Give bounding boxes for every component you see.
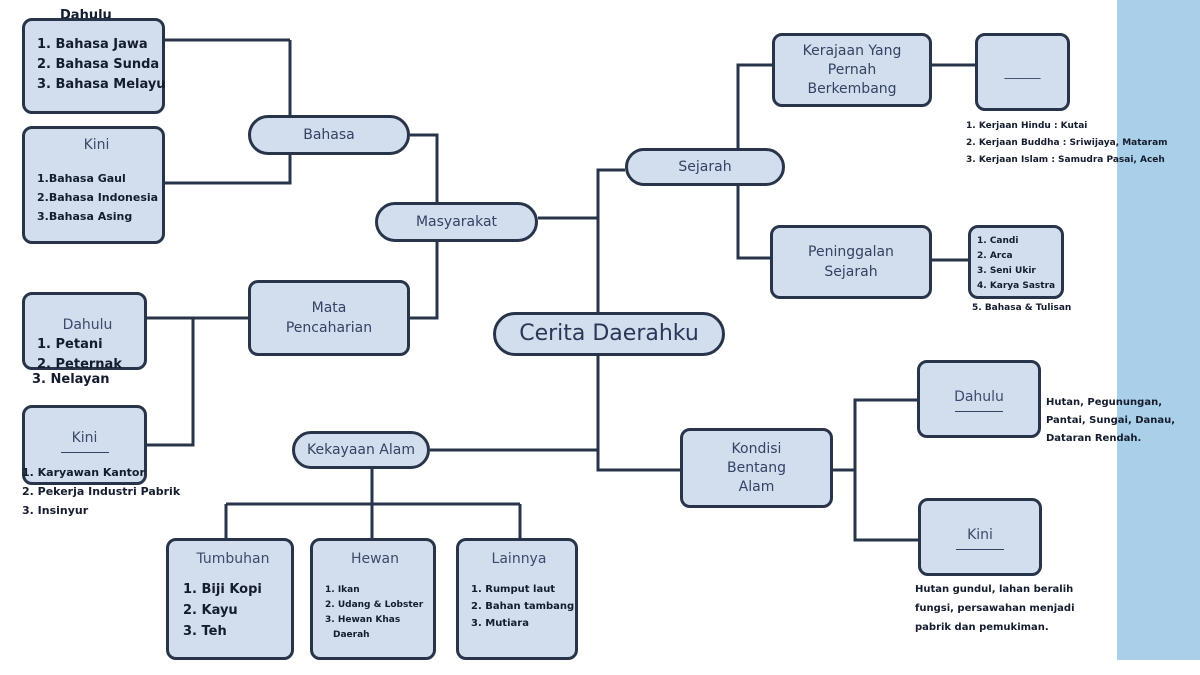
list-item: 2. Arca xyxy=(977,251,1013,261)
list-item: 1. Biji Kopi xyxy=(183,582,262,597)
list-item: 1. Petani xyxy=(37,337,103,352)
list-item: 3. Bahasa Melayu xyxy=(37,77,166,92)
kondisi-dahulu-text: Hutan, Pegunungan, xyxy=(1046,397,1162,408)
peninggalan-node: Peninggalan Sejarah xyxy=(770,225,932,299)
answer-blank: ______ xyxy=(1004,65,1041,79)
underline xyxy=(60,452,109,453)
kerajaan-answer-box: ______ xyxy=(975,33,1070,111)
list-item: 3. Nelayan xyxy=(32,372,110,387)
list-item: 4. Karya Sastra xyxy=(977,281,1056,291)
kondisi-dahulu-text: Dataran Rendah. xyxy=(1046,433,1142,444)
bottom-strip xyxy=(0,660,1200,675)
kerajaan-node: Kerajaan Yang Pernah Berkembang xyxy=(772,33,932,107)
list-item: 3.Bahasa Asing xyxy=(37,210,133,223)
bahasa-label: Bahasa xyxy=(303,127,355,143)
kerajaan-label-line3: Berkembang xyxy=(807,80,897,97)
list-item: 5. Bahasa & Tulisan xyxy=(972,303,1072,313)
list-item: 2. Peternak xyxy=(37,357,122,372)
kondisi-kini-text: Hutan gundul, lahan beralih xyxy=(915,584,1074,595)
peninggalan-answer-box: 1. Candi 2. Arca 3. Seni Ukir 4. Karya S… xyxy=(968,225,1064,299)
list-item: 1. Candi xyxy=(977,236,1019,246)
list-item: 2. Bahan tambang xyxy=(471,601,575,612)
masyarakat-label: Masyarakat xyxy=(415,214,498,230)
underline xyxy=(956,548,1004,550)
kerajaan-label-line2: Pernah xyxy=(827,61,877,78)
kondisi-label-line3: Alam xyxy=(738,478,775,495)
list-item: 1.Bahasa Gaul xyxy=(37,172,126,185)
list-item: 2. Udang & Lobster xyxy=(325,600,424,610)
dahulu-title: Dahulu xyxy=(954,388,1004,405)
mata-label-line1: Mata xyxy=(311,300,347,316)
kondisi-dahulu-text: Pantai, Sungai, Danau, xyxy=(1046,415,1176,426)
lainnya-box: Lainnya 1. Rumput laut 2. Bahan tambang … xyxy=(456,538,578,660)
lainnya-title: Lainnya xyxy=(491,551,547,567)
bahasa-node: Bahasa xyxy=(248,115,410,155)
right-side-panel xyxy=(1117,0,1200,675)
kondisi-label-line2: Bentang xyxy=(727,459,786,476)
mata-label-line2: Pencaharian xyxy=(285,320,373,336)
list-item: 3. Hewan Khas xyxy=(325,615,401,625)
masyarakat-node: Masyarakat xyxy=(375,202,538,242)
list-item: 1. Rumput laut xyxy=(471,584,556,595)
tumbuhan-box: Tumbuhan 1. Biji Kopi 2. Kayu 3. Teh xyxy=(166,538,294,660)
kondisi-kini-text: pabrik dan pemukiman. xyxy=(915,622,1049,633)
kondisi-node: Kondisi Bentang Alam xyxy=(680,428,833,508)
bahasa-kini-box: Kini 1.Bahasa Gaul 2.Bahasa Indonesia 3.… xyxy=(22,126,165,244)
list-item: 3. Teh xyxy=(183,624,227,639)
kondisi-kini-box: Kini xyxy=(918,498,1042,576)
list-item: 3. Mutiara xyxy=(471,618,529,629)
list-item: 3. Kerjaan Islam : Samudra Pasai, Aceh xyxy=(966,155,1165,165)
list-item: 1. Ikan xyxy=(325,585,360,595)
kini-title: Kini xyxy=(71,430,98,446)
list-item: 1. Karyawan Kantor xyxy=(22,466,145,479)
hewan-title: Hewan xyxy=(350,551,400,567)
mata-kini-box: Kini xyxy=(22,405,147,485)
list-item: 2. Pekerja Industri Pabrik xyxy=(22,485,181,498)
cerita-daerahku-node: Cerita Daerahku xyxy=(493,312,725,356)
kekayaan-label: Kekayaan Alam xyxy=(307,442,415,458)
list-item: 1. Bahasa Jawa xyxy=(37,37,148,52)
kini-title: Kini xyxy=(83,137,110,153)
top-mask xyxy=(0,0,22,18)
sejarah-label: Sejarah xyxy=(678,159,732,175)
sejarah-node: Sejarah xyxy=(625,148,785,186)
list-item: 3. Seni Ukir xyxy=(977,266,1036,276)
kondisi-label-line1: Kondisi xyxy=(731,440,782,457)
list-item: Daerah xyxy=(333,630,370,640)
tumbuhan-title: Tumbuhan xyxy=(196,551,270,567)
list-item: 1. Kerjaan Hindu : Kutai xyxy=(966,121,1088,131)
top-caption-strip xyxy=(0,0,1117,26)
peninggalan-label-line1: Peninggalan xyxy=(808,244,894,260)
list-item: 2. Bahasa Sunda xyxy=(37,57,160,72)
center-title: Cerita Daerahku xyxy=(519,321,699,346)
kondisi-dahulu-box: Dahulu xyxy=(917,360,1041,438)
bahasa-dahulu-box: 1. Bahasa Jawa 2. Bahasa Sunda 3. Bahasa… xyxy=(22,18,166,114)
kekayaan-alam-node: Kekayaan Alam xyxy=(292,431,430,469)
list-item: 2. Kerjaan Buddha : Sriwijaya, Mataram xyxy=(966,138,1168,148)
list-item: 2. Kayu xyxy=(183,603,238,618)
underline xyxy=(955,410,1003,412)
mata-pencaharian-node: Mata Pencaharian xyxy=(248,280,410,356)
dahulu-title: Dahulu xyxy=(62,317,113,333)
mata-dahulu-box: Dahulu 1. Petani 2. Peternak xyxy=(22,292,147,372)
list-item: 3. Insinyur xyxy=(22,504,89,517)
hewan-box: Hewan 1. Ikan 2. Udang & Lobster 3. Hewa… xyxy=(310,538,436,660)
list-item: 2.Bahasa Indonesia xyxy=(37,191,159,204)
kerajaan-label-line1: Kerajaan Yang xyxy=(802,42,902,59)
kondisi-kini-text: fungsi, persawahan menjadi xyxy=(915,603,1075,614)
peninggalan-label-line2: Sejarah xyxy=(824,264,878,280)
kini-title: Kini xyxy=(967,526,993,543)
